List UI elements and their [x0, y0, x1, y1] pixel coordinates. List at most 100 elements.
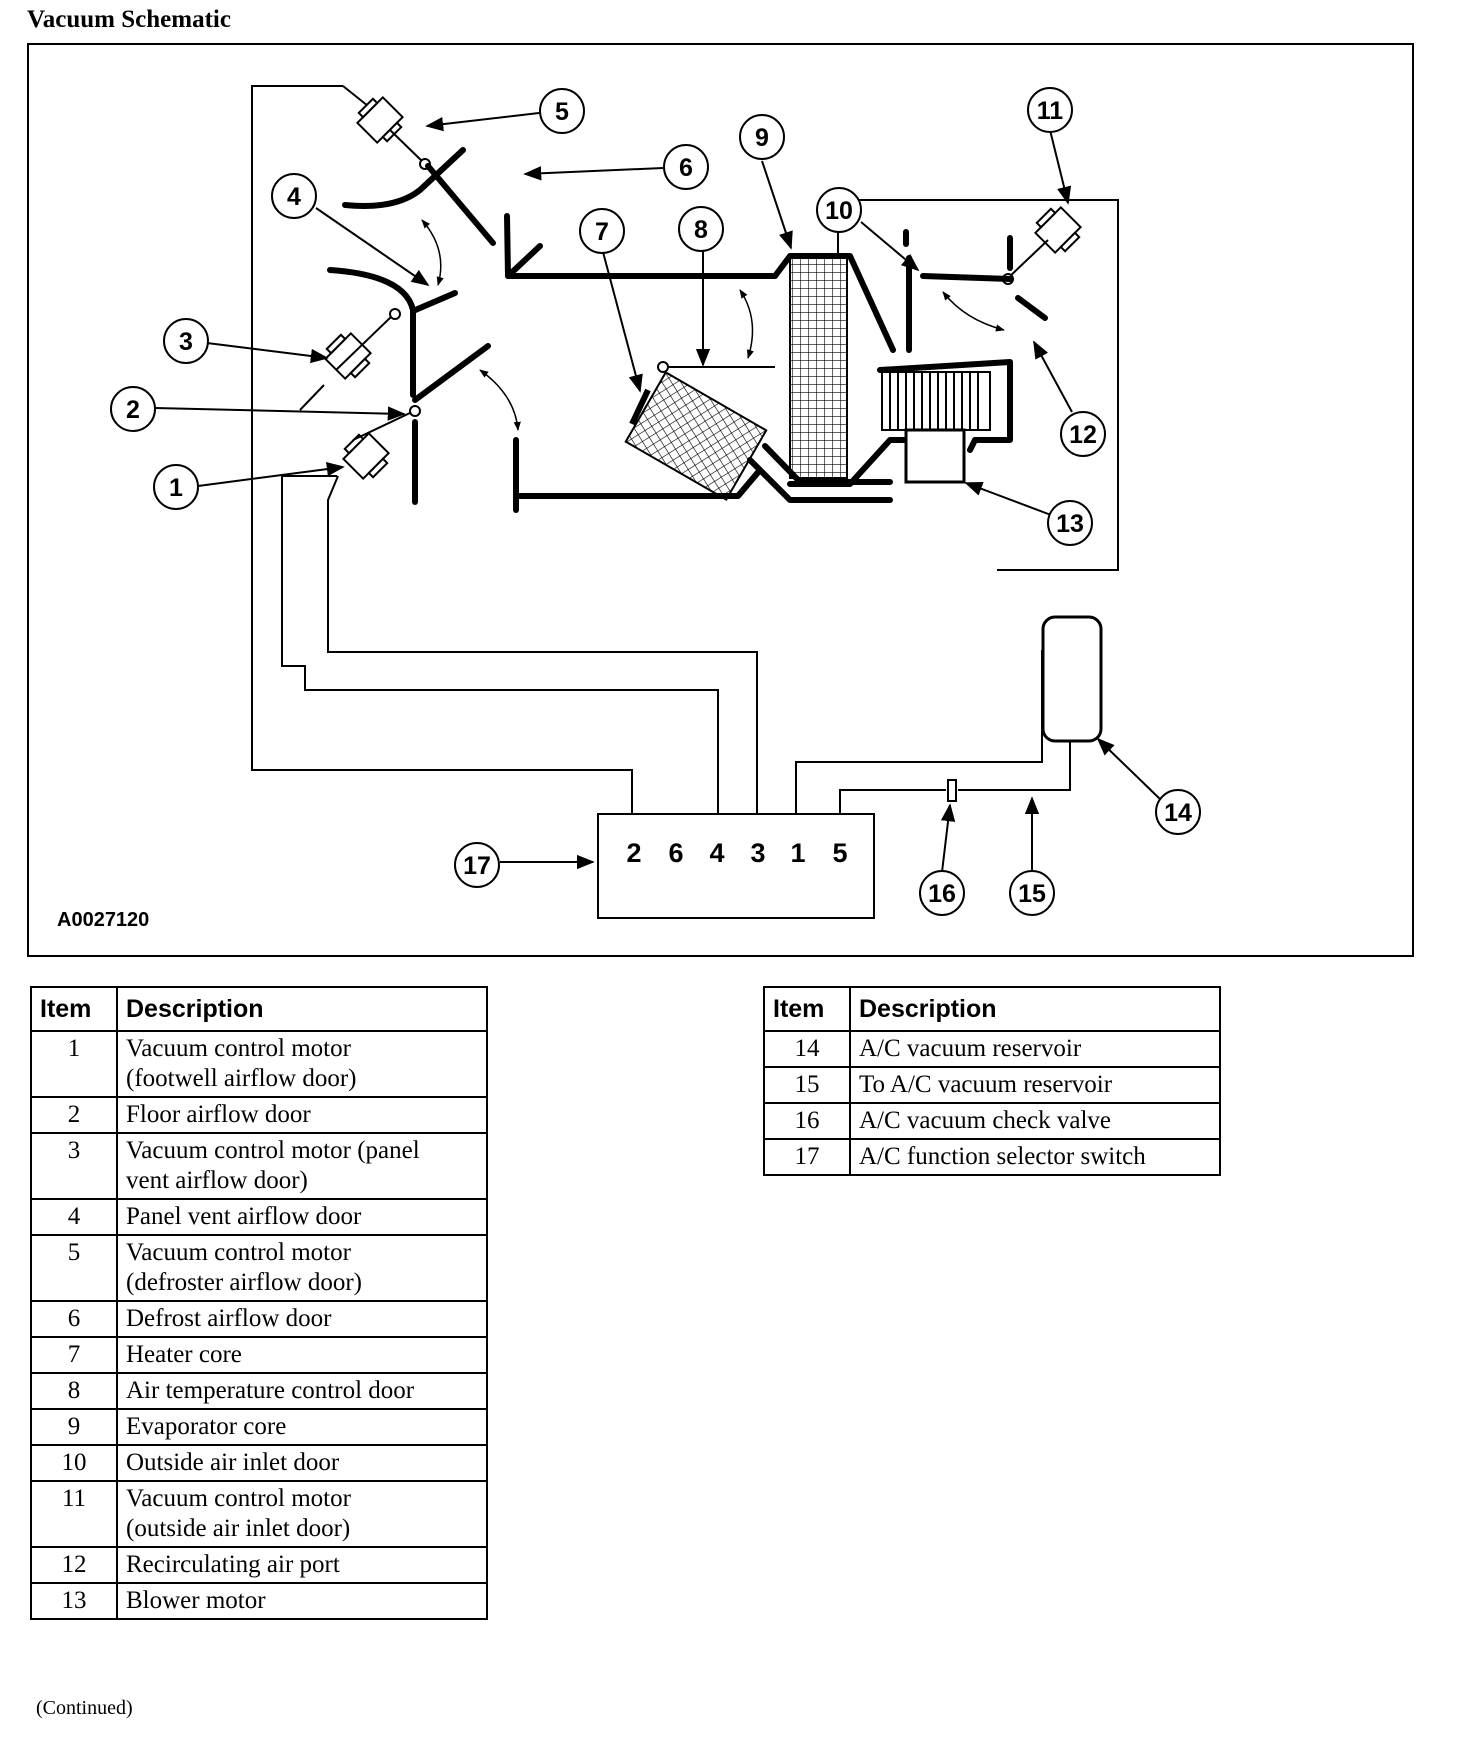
switch-port-label: 5	[832, 838, 847, 868]
heater-core	[624, 370, 768, 502]
svg-text:4: 4	[287, 183, 301, 211]
item-description: Vacuum control motor(footwell airflow do…	[116, 1030, 488, 1098]
page-title: Vacuum Schematic	[27, 6, 231, 33]
item-number: 11	[30, 1480, 118, 1548]
column-header-description: Description	[849, 986, 1221, 1032]
svg-text:11: 11	[1037, 97, 1064, 125]
table-header-row: Item Description	[763, 986, 1221, 1032]
svg-text:10: 10	[825, 197, 853, 225]
item-number: 5	[30, 1234, 118, 1302]
switch-port-label: 6	[668, 838, 683, 868]
item-number: 1	[30, 1030, 118, 1098]
panel-duct	[327, 267, 416, 398]
door-swing-arrows	[421, 219, 1005, 431]
ac-vacuum-reservoir	[1041, 615, 1103, 743]
table-row: 13 Blower motor	[30, 1582, 488, 1620]
item-description: Evaporator core	[116, 1408, 488, 1446]
column-header-description: Description	[116, 986, 488, 1032]
item-description: Floor airflow door	[116, 1096, 488, 1134]
callout-16: 16	[919, 870, 965, 916]
item-description: A/C vacuum reservoir	[849, 1030, 1221, 1068]
description-line: A/C function selector switch	[859, 1143, 1146, 1170]
callout-9: 9	[739, 114, 785, 160]
floor-airflow-door	[412, 343, 491, 403]
evaporator-core	[789, 257, 848, 479]
svg-text:12: 12	[1069, 421, 1097, 449]
svg-text:2: 2	[126, 396, 140, 424]
svg-text:6: 6	[679, 154, 693, 182]
svg-text:7: 7	[595, 218, 609, 246]
item-number: 7	[30, 1336, 118, 1374]
svg-text:13: 13	[1056, 510, 1084, 538]
description-line: To A/C vacuum reservoir	[859, 1071, 1113, 1098]
svg-text:9: 9	[755, 124, 769, 152]
ducts-and-doors	[327, 147, 1048, 513]
callout-8: 8	[678, 206, 724, 252]
table-header-row: Item Description	[30, 986, 488, 1032]
item-description: Panel vent airflow door	[116, 1198, 488, 1236]
item-number: 6	[30, 1300, 118, 1338]
panel-vent-airflow-door	[410, 290, 458, 314]
description-line: Vacuum control motor	[126, 1239, 351, 1266]
callout-14: 14	[1155, 789, 1201, 835]
item-number: 10	[30, 1444, 118, 1482]
callout-15: 15	[1009, 870, 1055, 916]
description-line: (outside air inlet door)	[126, 1515, 351, 1542]
continued-note: (Continued)	[36, 1697, 133, 1719]
svg-text:15: 15	[1018, 880, 1046, 908]
callout-1: 1	[153, 464, 199, 510]
vacuum-motor-1	[341, 431, 391, 481]
ac-function-selector-switch: 2 6 4 3 1 5	[597, 813, 875, 919]
svg-text:16: 16	[928, 880, 956, 908]
item-description: To A/C vacuum reservoir	[849, 1066, 1221, 1104]
description-line: A/C vacuum check valve	[859, 1107, 1111, 1134]
callouts: 1 2 3 4 5 6 7 8 9 10 11 12 13 14 15 16 1…	[110, 87, 1201, 916]
item-description: Vacuum control motor (outside air inlet d…	[116, 1480, 488, 1548]
callout-leaders	[154, 112, 1162, 873]
diagram-frame	[27, 43, 1414, 957]
vacuum-motor-3	[323, 331, 373, 381]
description-line: Blower motor	[126, 1587, 266, 1614]
description-line: Defrost airflow door	[126, 1305, 332, 1332]
defrost-airflow-door	[425, 163, 496, 246]
svg-text:8: 8	[694, 216, 708, 244]
item-description: Outside air inlet door	[116, 1444, 488, 1482]
callout-10: 10	[816, 187, 862, 233]
callout-6: 6	[663, 144, 709, 190]
description-line: (footwell airflow door)	[126, 1065, 357, 1092]
item-number: 4	[30, 1198, 118, 1236]
item-description: Vacuum control motor(defroster airflow d…	[116, 1234, 488, 1302]
svg-text:14: 14	[1164, 799, 1192, 827]
item-number: 14	[763, 1030, 851, 1068]
svg-text:17: 17	[463, 852, 491, 880]
callout-5: 5	[539, 88, 585, 134]
svg-text:3: 3	[179, 328, 193, 356]
item-number: 15	[763, 1066, 851, 1104]
description-line: Outside air inlet door	[126, 1449, 340, 1476]
description-line: Vacuum control motor	[126, 1485, 351, 1512]
blower-motor	[881, 371, 991, 484]
table-row: 15 To A/C vacuum reservoir	[763, 1066, 1221, 1104]
item-number: 17	[763, 1138, 851, 1176]
column-header-item: Item	[30, 986, 118, 1032]
switch-port-label: 1	[790, 838, 805, 868]
column-header-item: Item	[763, 986, 851, 1032]
item-number: 13	[30, 1582, 118, 1620]
description-line: Heater core	[126, 1341, 242, 1368]
vacuum-schematic-diagram: 2 6 4 3 1 5 1 2 3 4 5 6 7 8 9 10	[27, 43, 1414, 957]
item-description: Heater core	[116, 1336, 488, 1374]
description-line: Evaporator core	[126, 1413, 287, 1440]
heater-core-edge	[629, 388, 651, 426]
svg-text:1: 1	[169, 474, 183, 502]
item-description: Blower motor	[116, 1582, 488, 1620]
defrost-duct	[342, 147, 466, 209]
switch-port-label: 2	[626, 838, 641, 868]
callout-11: 11	[1027, 87, 1073, 133]
callout-17: 17	[454, 842, 500, 888]
